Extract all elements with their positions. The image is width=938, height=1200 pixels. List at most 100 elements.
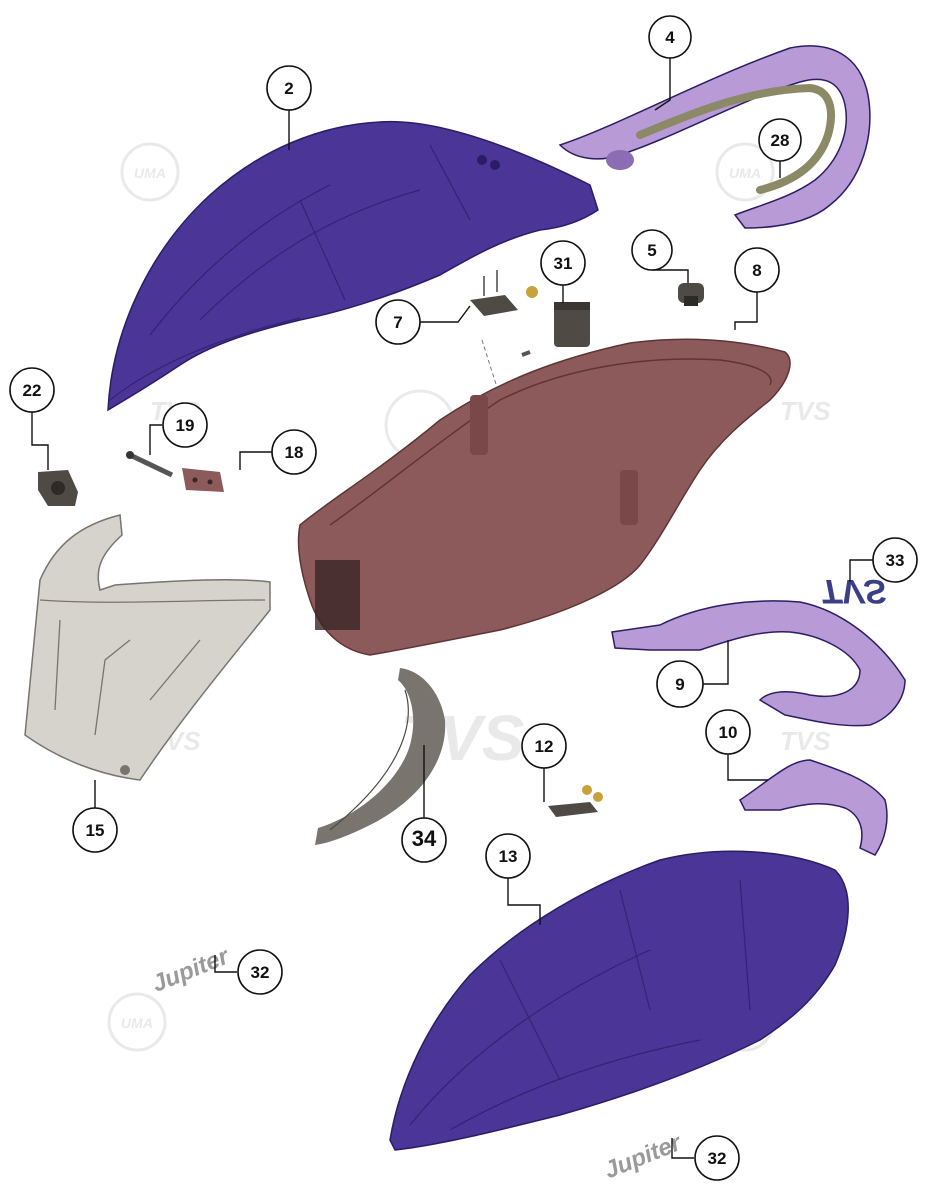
callout-10: 10 xyxy=(705,709,751,755)
part-2-hole xyxy=(477,155,487,165)
part-8-storage-box xyxy=(297,338,791,656)
callout-32b: 32 xyxy=(694,1135,740,1181)
leader-line-7 xyxy=(420,305,471,323)
leader-line-8 xyxy=(734,292,758,330)
callout-circle xyxy=(271,429,317,475)
leader-line-19 xyxy=(149,424,162,455)
callout-circle xyxy=(631,229,673,271)
callout-circle xyxy=(485,833,531,879)
callout-number: 10 xyxy=(719,723,738,742)
leader-line-22 xyxy=(31,412,49,470)
svg-text:UMA: UMA xyxy=(729,165,761,181)
callout-circle xyxy=(872,537,918,583)
callout-number: 32 xyxy=(708,1149,727,1168)
callout-28: 28 xyxy=(758,118,802,162)
part-33-tvs-emblem: TVS xyxy=(820,572,886,610)
callout-number: 15 xyxy=(86,821,105,840)
tvs-watermark: TVS xyxy=(780,396,831,426)
callout-number: 31 xyxy=(554,254,573,273)
svg-text:UMA: UMA xyxy=(134,165,166,181)
part-4-mount xyxy=(606,150,634,170)
callout-circle xyxy=(162,402,208,448)
part-13-edges xyxy=(409,879,751,1131)
uma-watermark: UMA xyxy=(120,142,180,202)
callout-number: 33 xyxy=(886,551,905,570)
callout-18: 18 xyxy=(271,429,317,475)
callout-circle xyxy=(72,807,118,853)
callout-2: 2 xyxy=(266,65,312,111)
part-22-latch xyxy=(38,470,78,506)
callout-number: 13 xyxy=(499,847,518,866)
part-34-trim xyxy=(315,668,446,845)
part-10-shape xyxy=(739,759,888,856)
part-10-bracket xyxy=(739,759,888,856)
callout-7: 7 xyxy=(375,299,421,345)
callout-circle xyxy=(9,367,55,413)
callout-number: 18 xyxy=(285,443,304,462)
part-4-shape xyxy=(558,45,871,229)
callout-5: 5 xyxy=(631,229,673,271)
uma-watermark: UMA xyxy=(107,992,167,1052)
callout-number: 2 xyxy=(284,79,293,98)
callout-8: 8 xyxy=(734,247,780,293)
callout-33: 33 xyxy=(872,537,918,583)
leader-line-33 xyxy=(849,559,873,582)
part-28-seal xyxy=(636,83,835,194)
part-8-rim xyxy=(329,358,772,526)
part-2-edges xyxy=(109,144,471,401)
callout-circle xyxy=(656,660,704,708)
part-5-clip xyxy=(678,283,704,306)
callout-circle xyxy=(237,949,283,995)
part-9-shape xyxy=(611,600,906,727)
callout-circle xyxy=(694,1135,740,1181)
callout-22: 22 xyxy=(9,367,55,413)
leader-line-18 xyxy=(239,451,272,470)
tvs-watermark: TVS xyxy=(780,726,831,756)
part-8-boss xyxy=(620,470,638,525)
callout-circle xyxy=(734,247,780,293)
callout-32a: 32 xyxy=(237,949,283,995)
part-15-panel xyxy=(24,514,271,781)
part-32-jupiter-decal: Jupiter xyxy=(601,1129,687,1185)
callout-15: 15 xyxy=(72,807,118,853)
callout-circle xyxy=(401,817,447,863)
part-8-boss xyxy=(470,395,488,455)
callout-circle xyxy=(375,299,421,345)
callout-number: 32 xyxy=(251,963,270,982)
callout-number: 34 xyxy=(412,826,437,851)
part-13-shape xyxy=(389,850,849,1151)
leader-line-32b xyxy=(671,1138,694,1159)
callout-circle xyxy=(521,723,567,769)
leader-line-9 xyxy=(703,640,729,685)
part-2-shape xyxy=(107,120,599,412)
callout-number: 19 xyxy=(176,416,195,435)
part-18-plate xyxy=(182,468,224,492)
leader-lines xyxy=(31,58,873,1159)
callout-9: 9 xyxy=(656,660,704,708)
part-2-side-cover xyxy=(107,120,599,412)
callout-31: 31 xyxy=(540,240,586,286)
leader-line-10 xyxy=(727,754,768,781)
part-9-rear-cover xyxy=(611,600,906,727)
leader-line-13 xyxy=(507,878,541,925)
callout-34: 34 xyxy=(401,817,447,863)
callout-number: 7 xyxy=(393,313,402,332)
leader-line-32a xyxy=(214,955,237,973)
callout-circle xyxy=(705,709,751,755)
callout-number: 8 xyxy=(752,261,761,280)
part-15-shape xyxy=(24,514,271,781)
callout-number: 28 xyxy=(771,131,790,150)
part-31-pad xyxy=(554,302,590,347)
part-32-jupiter-decal: Jupiter xyxy=(148,942,234,998)
part-15-edges xyxy=(39,599,266,736)
part-8-shape xyxy=(297,338,791,656)
leader-line-4 xyxy=(654,58,671,111)
part-15-hole xyxy=(120,765,130,775)
callout-number: 12 xyxy=(535,737,554,756)
callout-circle xyxy=(540,240,586,286)
callout-number: 9 xyxy=(675,675,684,694)
part-8-vents xyxy=(315,560,360,630)
callout-number: 4 xyxy=(665,28,675,47)
